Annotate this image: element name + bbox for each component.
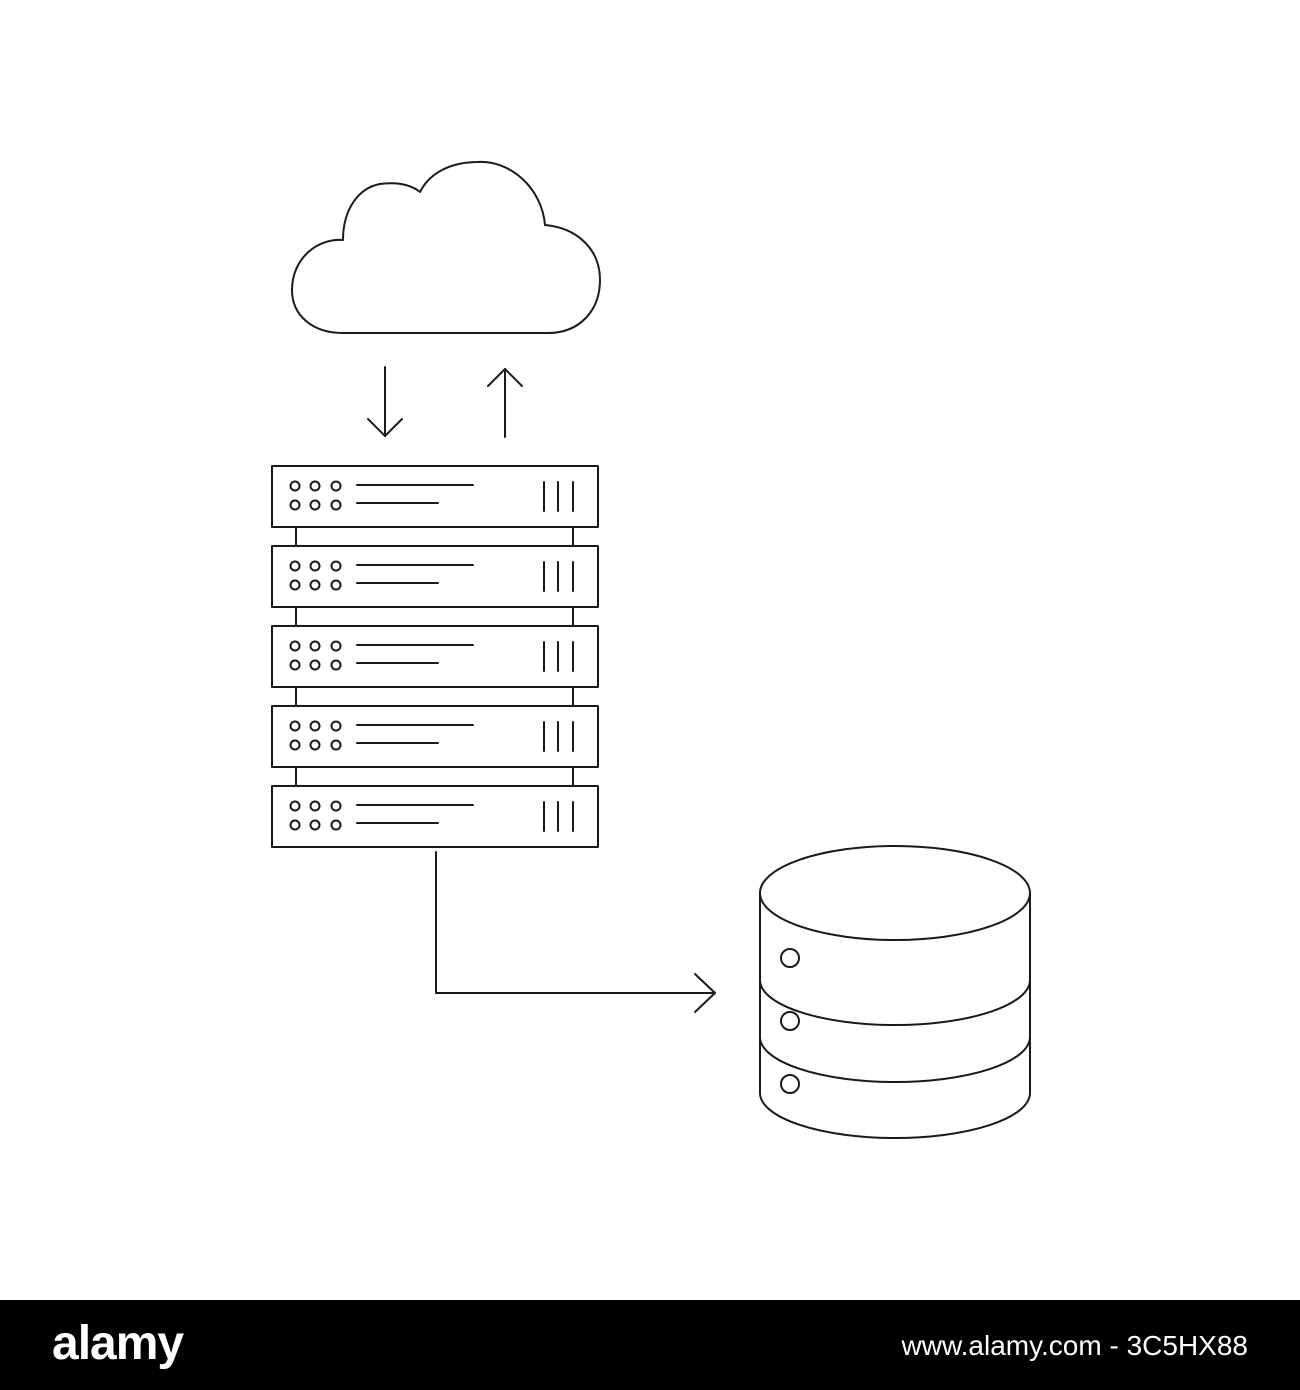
status-light-icon <box>330 640 342 652</box>
status-light-icon <box>309 499 321 511</box>
database-icon <box>759 845 1031 1139</box>
status-light-icon <box>309 640 321 652</box>
server-unit <box>271 545 599 608</box>
disk-indicator-icon <box>780 1074 800 1094</box>
status-light-icon <box>309 480 321 492</box>
status-light-icon <box>330 560 342 572</box>
status-light-icon <box>289 640 301 652</box>
disk-indicator-icon <box>780 948 800 968</box>
brand-logo: alamy <box>52 1317 184 1370</box>
status-light-icon <box>330 720 342 732</box>
diagram-canvas <box>271 160 1031 1139</box>
status-light-icon <box>309 579 321 591</box>
server-unit-frame <box>271 545 599 608</box>
diagram-svg <box>271 160 1031 1139</box>
status-light-icon <box>309 739 321 751</box>
status-light-icon <box>289 560 301 572</box>
watermark-bar: alamy www.alamy.com - 3C5HX88 <box>0 1300 1300 1390</box>
status-light-icon <box>330 499 342 511</box>
status-light-icon <box>309 800 321 812</box>
status-light-icon <box>309 560 321 572</box>
status-light-icon <box>309 659 321 671</box>
server-unit-frame <box>271 625 599 688</box>
status-light-icon <box>309 720 321 732</box>
status-light-icon <box>330 579 342 591</box>
status-light-icon <box>330 819 342 831</box>
status-light-icon <box>289 739 301 751</box>
status-light-icon <box>289 579 301 591</box>
arrow-down-icon <box>367 366 403 437</box>
server-unit-frame <box>271 705 599 768</box>
disk-indicator-icon <box>780 1011 800 1031</box>
server-unit <box>271 625 599 688</box>
server-unit <box>271 785 599 848</box>
server-unit-frame <box>271 785 599 848</box>
image-id-label: www.alamy.com - 3C5HX88 <box>901 1330 1248 1361</box>
server-unit <box>271 705 599 768</box>
server-rack-icon <box>271 465 599 848</box>
status-light-icon <box>330 739 342 751</box>
status-light-icon <box>330 480 342 492</box>
status-light-icon <box>289 800 301 812</box>
status-light-icon <box>289 499 301 511</box>
status-light-icon <box>289 720 301 732</box>
status-light-icon <box>289 819 301 831</box>
status-light-icon <box>309 819 321 831</box>
arrow-right-icon <box>435 851 716 1013</box>
server-unit-frame <box>271 465 599 528</box>
status-light-icon <box>330 659 342 671</box>
status-light-icon <box>330 800 342 812</box>
server-unit <box>271 465 599 528</box>
status-light-icon <box>289 480 301 492</box>
arrow-up-icon <box>487 368 523 438</box>
status-light-icon <box>289 659 301 671</box>
cloud-icon <box>291 160 601 334</box>
